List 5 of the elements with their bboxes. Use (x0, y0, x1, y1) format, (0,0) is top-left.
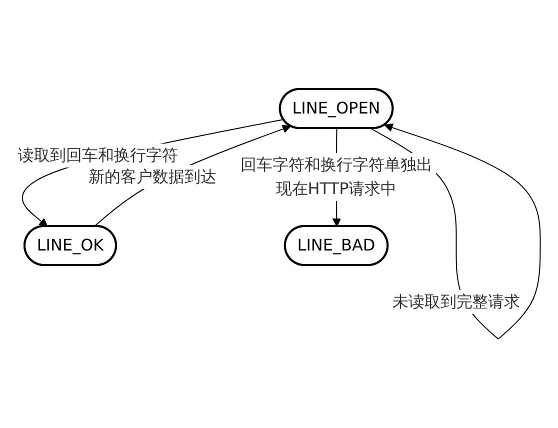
edge-label: 未读取到完整请求 (392, 292, 520, 311)
edge-label: 新的客户数据到达 (88, 166, 216, 186)
arrow (22, 118, 284, 227)
edge-label: 读取到回车和换行字符 (18, 146, 178, 165)
edge-label: 回车字符和换行字符单独出现在HTTP请求中 (240, 154, 432, 198)
